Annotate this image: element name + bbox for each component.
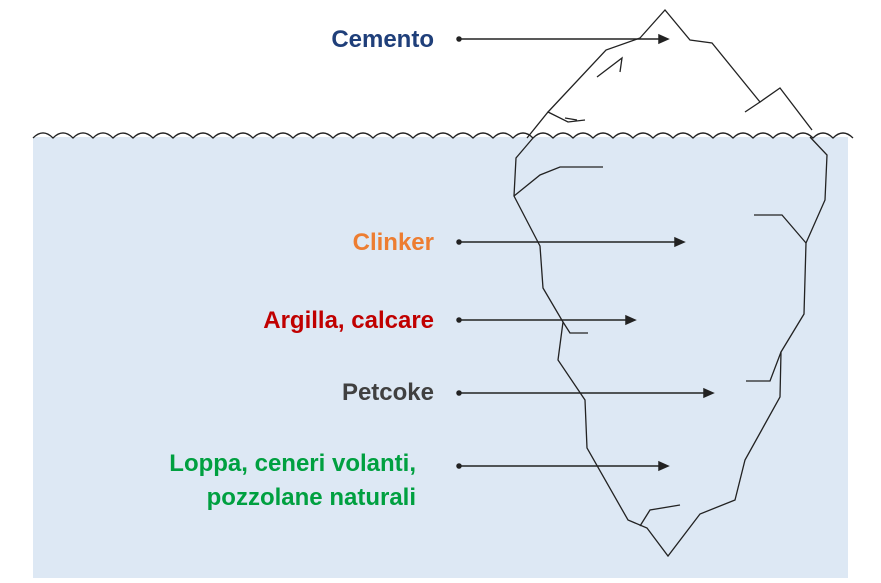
arrows (456, 33, 715, 472)
arrow-petcoke (456, 387, 715, 399)
label-clinker: Clinker (352, 229, 434, 256)
arrow-cemento (456, 33, 670, 45)
iceberg-tip (526, 9, 813, 139)
iceberg-underwater (513, 136, 828, 558)
arrow-loppa (456, 460, 670, 472)
arrow-clinker (456, 236, 686, 248)
label-cemento: Cemento (331, 26, 434, 53)
arrow-argilla (456, 314, 637, 326)
water-area (33, 137, 848, 578)
label-loppa-line2: pozzolane naturali (206, 484, 416, 511)
label-loppa-line1: Loppa, ceneri volanti, (169, 450, 416, 477)
label-argilla-calcare: Argilla, calcare (263, 307, 434, 334)
label-petcoke: Petcoke (341, 379, 434, 406)
waterline (32, 132, 854, 139)
